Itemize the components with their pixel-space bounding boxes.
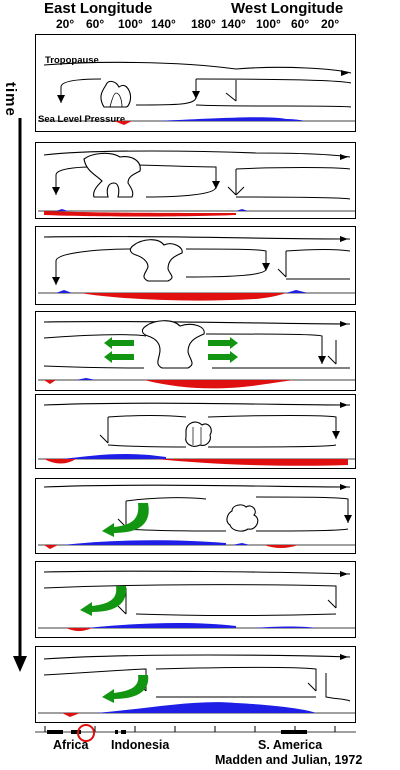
east-longitude-label: East Longitude [44, 0, 153, 17]
high-pressure-region [44, 545, 298, 549]
longitude-tick: 100° [118, 17, 143, 31]
high-pressure-region [44, 211, 236, 217]
time-arrow [13, 118, 27, 672]
land-strip [35, 724, 356, 742]
africa-landmass [47, 730, 63, 734]
longitude-tick: 20° [321, 17, 340, 31]
citation: Madden and Julian, 1972 [215, 753, 363, 767]
panel-3 [35, 226, 356, 305]
panel-5 [35, 394, 356, 469]
panel-drawing [38, 150, 355, 217]
high-pressure-region [44, 380, 296, 389]
sea-level-pressure-label: Sea Level Pressure [38, 114, 126, 125]
longitude-tick: 180° [191, 17, 216, 31]
high-pressure-region [80, 293, 286, 301]
high-pressure-region [44, 459, 348, 466]
panel-1: Tropopause Sea Level Pressure [35, 34, 356, 132]
region-label-africa: Africa [53, 738, 89, 752]
high-pressure-region [66, 628, 92, 631]
surface-wind-arrow-icon [80, 586, 127, 616]
panel-drawing [38, 320, 355, 389]
indonesia-landmass [115, 730, 118, 734]
low-pressure-region [62, 453, 166, 459]
surface-wind-arrow-icon [102, 675, 149, 703]
high-pressure-region [114, 121, 132, 125]
south-america-landmass [281, 730, 307, 734]
longitude-tick: 140° [221, 17, 246, 31]
longitude-tick: 20° [56, 17, 75, 31]
panel-drawing [38, 235, 355, 301]
low-pressure-region [56, 290, 308, 293]
highlight-circle [77, 724, 95, 742]
panel-7 [35, 561, 356, 638]
longitude-tick: 60° [86, 17, 105, 31]
low-pressure-region [96, 702, 316, 713]
panel-drawing [38, 61, 355, 125]
panel-6 [35, 478, 356, 554]
surface-wind-arrow-icon [102, 503, 149, 537]
longitude-tick: 140° [151, 17, 176, 31]
region-label-south-america: S. America [258, 738, 323, 752]
longitude-tick: 60° [291, 17, 310, 31]
longitude-tick: 100° [256, 17, 281, 31]
panel-4 [35, 311, 356, 391]
low-pressure-region [76, 378, 96, 380]
africa-landmass [71, 730, 81, 734]
high-pressure-region [62, 713, 80, 717]
low-pressure-region [62, 540, 250, 545]
panel-drawing [38, 654, 355, 717]
low-pressure-region [86, 622, 316, 628]
low-pressure-region [156, 117, 306, 121]
panel-drawing [38, 402, 355, 466]
panel-8 [35, 646, 356, 723]
panel-2 [35, 142, 356, 219]
region-label-indonesia: Indonesia [111, 738, 170, 752]
panel-drawing [38, 484, 355, 549]
surface-wind-arrow-icon [104, 337, 238, 363]
tropopause-label: Tropopause [45, 55, 99, 66]
indonesia-landmass [121, 730, 126, 734]
time-axis-label: time [2, 82, 19, 117]
panel-drawing [38, 570, 355, 631]
tick-marks [44, 726, 336, 732]
west-longitude-label: West Longitude [231, 0, 344, 17]
